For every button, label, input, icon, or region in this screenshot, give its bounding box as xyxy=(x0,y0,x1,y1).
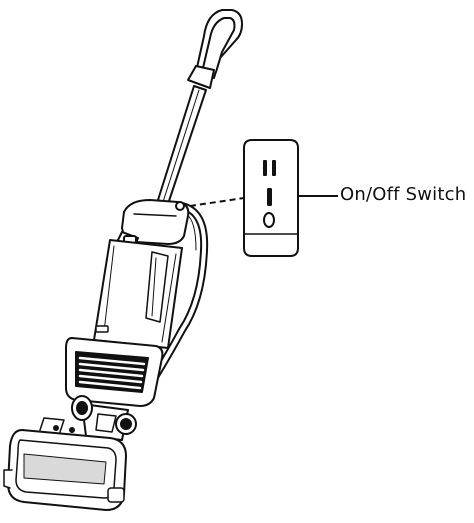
motor-vent xyxy=(65,337,164,407)
callout-leader-dashed xyxy=(189,197,245,207)
switch-housing xyxy=(115,199,190,249)
floor-nozzle xyxy=(3,417,127,511)
outlet-switch-panel-icon xyxy=(243,139,299,257)
neck-joint xyxy=(71,395,137,441)
dust-canister xyxy=(93,239,183,349)
upright-vacuum-icon xyxy=(3,9,243,511)
handle-pole xyxy=(157,85,207,205)
handle-grip xyxy=(187,9,243,89)
on-off-switch-label: On/Off Switch xyxy=(340,184,467,205)
